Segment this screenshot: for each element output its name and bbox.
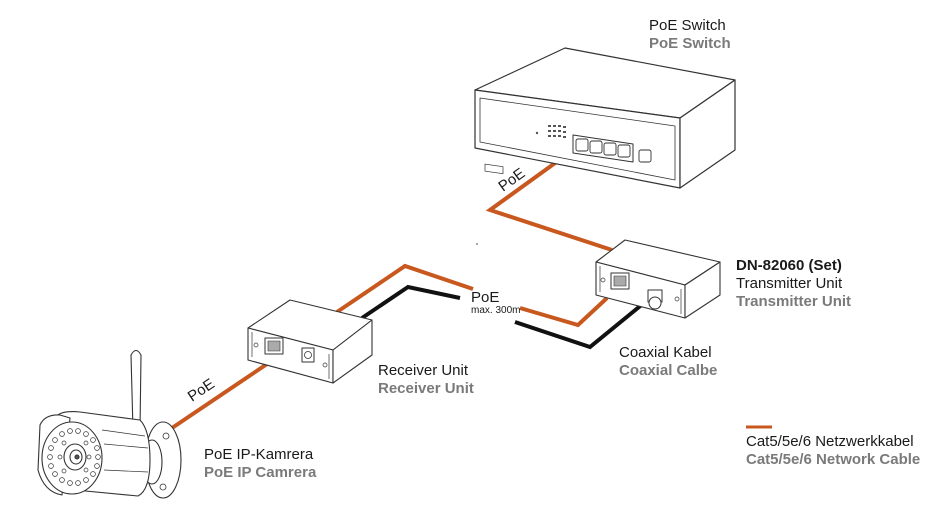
receiver-label-en: Receiver Unit <box>378 380 474 397</box>
network-switch-icon <box>474 47 736 189</box>
cables <box>170 143 652 430</box>
transmitter-unit-icon <box>595 239 721 319</box>
camera-label-en: PoE IP Camrera <box>204 464 317 481</box>
transmitter-model: DN-82060 (Set) <box>736 257 842 274</box>
camera-label: PoE IP-Kamrera PoE IP Camrera <box>204 446 316 482</box>
cable-coax-1 <box>514 296 652 350</box>
ip-camera-icon <box>37 349 182 499</box>
receiver-label-de: Receiver Unit <box>378 362 469 379</box>
mid-cable-label-poe: PoE <box>471 289 500 306</box>
camera-label-de: PoE IP-Kamrera <box>204 446 314 463</box>
cable-switch-to-transmitter <box>485 143 613 252</box>
legend-label-en: Cat5/5e/6 Network Cable <box>746 451 921 468</box>
stray-dot <box>476 243 478 245</box>
switch-label-en: PoE Switch <box>649 35 731 52</box>
coax-label: Coaxial Kabel Coaxial Calbe <box>619 344 717 380</box>
transmitter-label: DN-82060 (Set) Transmitter Unit Transmit… <box>736 257 851 311</box>
switch-label-de: PoE Switch <box>649 17 726 34</box>
coax-label-en: Coaxial Calbe <box>619 362 718 379</box>
mid-cable-label-distance: max. 300m <box>471 304 521 316</box>
cable-transmitter-to-receiver-network-2 <box>335 263 474 314</box>
cable-coax-2 <box>360 284 461 320</box>
transmitter-label-en: Transmitter Unit <box>736 293 852 310</box>
legend: Cat5/5e/6 Netzwerkkabel Cat5/5e/6 Networ… <box>746 433 920 469</box>
switch-label: PoE Switch PoE Switch <box>649 17 731 53</box>
receiver-label: Receiver Unit Receiver Unit <box>378 362 474 398</box>
coax-label-de: Coaxial Kabel <box>619 344 712 361</box>
cable-receiver-to-camera <box>170 360 272 430</box>
transmitter-label-de: Transmitter Unit <box>736 275 843 292</box>
cable-transmitter-to-receiver-network <box>519 296 609 328</box>
receiver-unit-icon <box>247 299 373 384</box>
legend-label-de: Cat5/5e/6 Netzwerkkabel <box>746 433 914 450</box>
mid-cable-label: PoE max. 300m <box>471 290 520 316</box>
